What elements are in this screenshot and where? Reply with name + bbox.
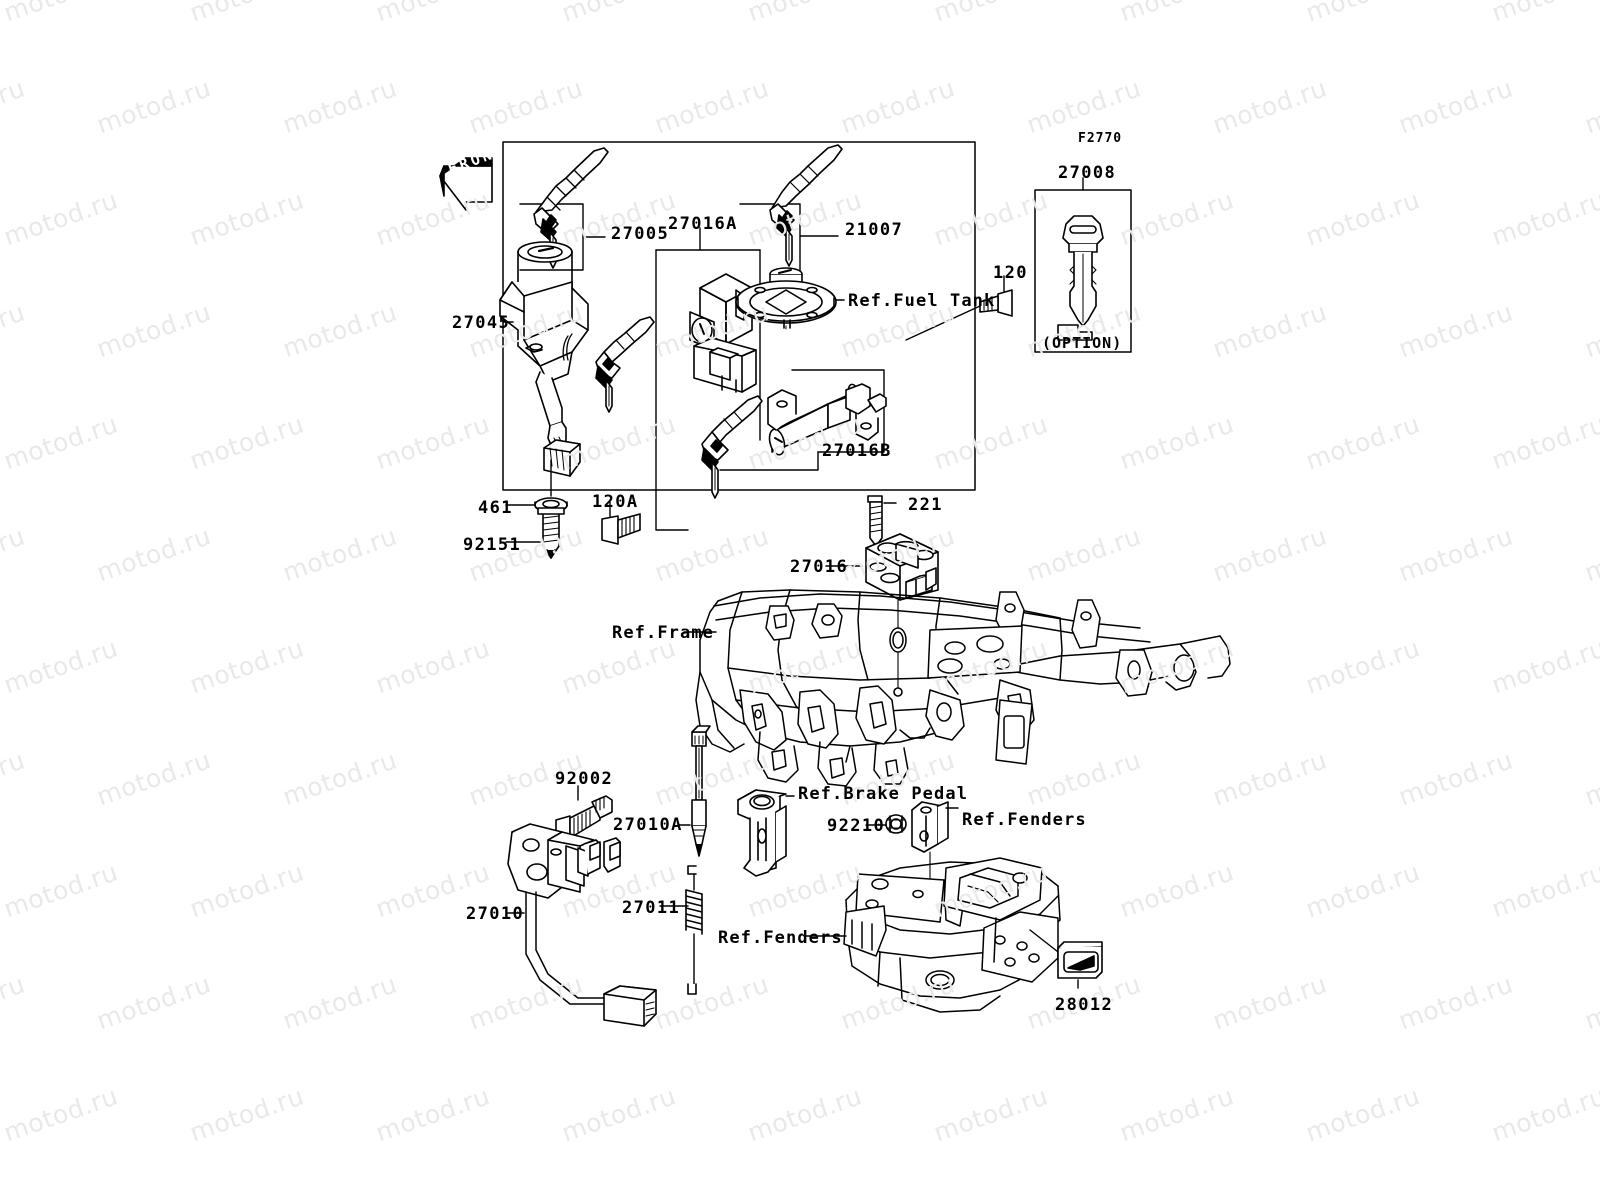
part-label-27045: 27045 bbox=[452, 313, 511, 333]
brake-pedal-27010 bbox=[507, 823, 657, 1027]
key-second bbox=[595, 316, 655, 413]
lock-holder-27016 bbox=[865, 533, 939, 601]
option-note-label: (OPTION) bbox=[1042, 334, 1123, 352]
part-label-120: 120 bbox=[993, 263, 1028, 283]
reference-label-ref-fenders-bot: Ref.Fenders bbox=[718, 928, 843, 948]
ref-frame-drawing bbox=[695, 589, 1231, 787]
part-label-27016a: 27016A bbox=[668, 214, 738, 234]
part-label-28012: 28012 bbox=[1055, 995, 1114, 1015]
spring-27011 bbox=[685, 865, 703, 995]
part-label-120a: 120A bbox=[592, 492, 639, 512]
key-27005-top bbox=[533, 147, 609, 269]
ignition-switch-body bbox=[499, 241, 589, 477]
front-arrow-marker bbox=[439, 157, 493, 211]
reference-label-ref-fuel-tank: Ref.Fuel Tank bbox=[848, 291, 996, 311]
key-21007 bbox=[769, 144, 843, 267]
part-label-221: 221 bbox=[908, 495, 943, 515]
reference-label-ref-frame: Ref.Frame bbox=[612, 623, 715, 643]
part-label-21007: 21007 bbox=[845, 220, 904, 240]
part-label-92002: 92002 bbox=[555, 769, 614, 789]
part-label-92151: 92151 bbox=[463, 535, 522, 555]
part-label-27005: 27005 bbox=[611, 224, 670, 244]
brake-light-switch-27010A bbox=[691, 725, 711, 857]
lock-bracket-27016A bbox=[689, 273, 757, 393]
part-label-92210: 92210 bbox=[827, 816, 886, 836]
bolt-120 bbox=[905, 289, 1013, 341]
key-27016B bbox=[701, 395, 763, 499]
ref-brake-pedal-bracket bbox=[737, 789, 787, 877]
part-label-461: 461 bbox=[478, 498, 513, 518]
blank-key-27008 bbox=[1057, 215, 1104, 341]
part-label-27008: 27008 bbox=[1058, 163, 1117, 183]
reflector-28012 bbox=[1057, 941, 1103, 979]
part-label-27016b: 27016B bbox=[822, 441, 892, 461]
part-label-27010a: 27010A bbox=[613, 815, 683, 835]
part-label-27016: 27016 bbox=[790, 557, 849, 577]
bolt-221 bbox=[867, 495, 883, 547]
lock-cylinder-27016B bbox=[767, 383, 887, 456]
part-label-27010: 27010 bbox=[466, 904, 525, 924]
reference-label-ref-fenders-top: Ref.Fenders bbox=[962, 810, 1087, 830]
ref-fenders-bracket bbox=[911, 801, 949, 853]
screw-92151 bbox=[537, 507, 565, 559]
grommet-92210 bbox=[885, 814, 907, 834]
part-label-27011: 27011 bbox=[622, 898, 681, 918]
fuel-tank-cap-ring bbox=[735, 280, 837, 329]
reference-label-ref-brake-pedal: Ref.Brake Pedal bbox=[798, 784, 969, 804]
rear-fender-assembly bbox=[843, 857, 1061, 1013]
bolt-120A bbox=[601, 513, 641, 545]
part-label-f2770: F2770 bbox=[1078, 131, 1123, 146]
